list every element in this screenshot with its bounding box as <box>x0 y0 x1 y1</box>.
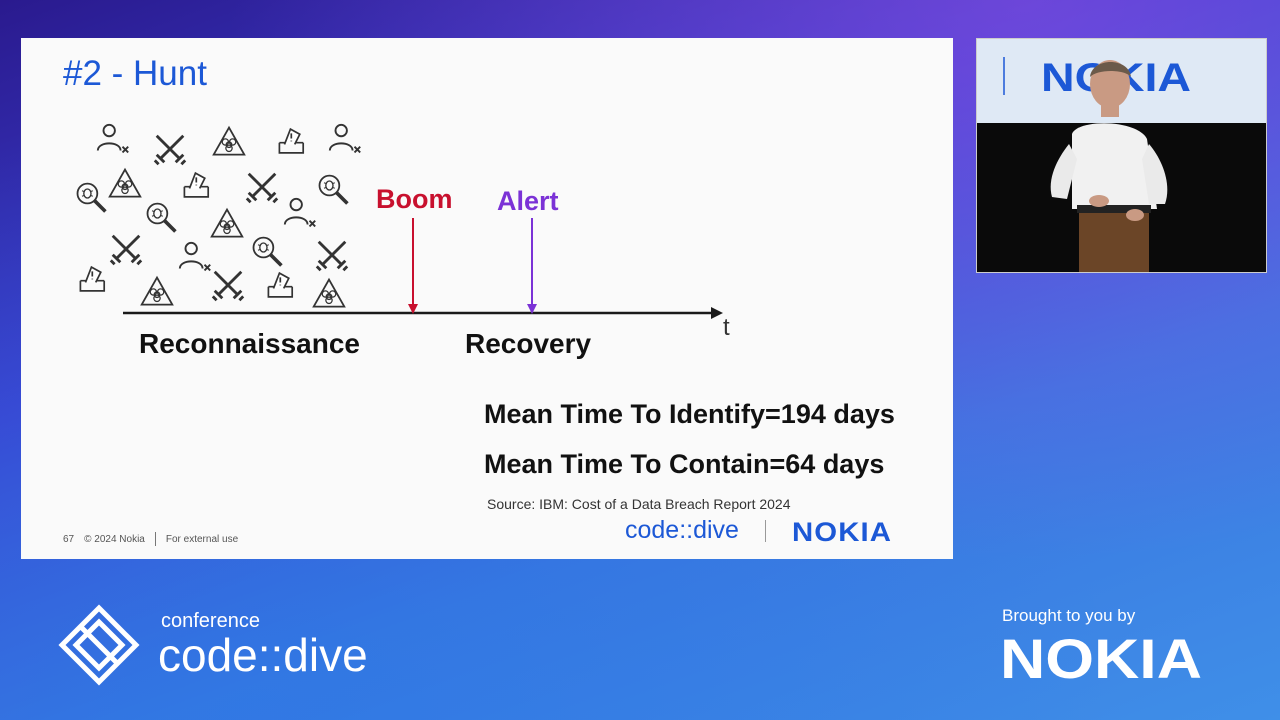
page-number: 67 <box>63 533 75 545</box>
phase-recovery: Recovery <box>465 328 592 359</box>
time-axis-label: t <box>723 314 730 341</box>
codedive-wordmark: code::dive <box>625 516 739 544</box>
conference-sub-label: conference <box>161 610 260 632</box>
boom-label: Boom <box>376 184 453 214</box>
footer-divider <box>154 532 156 546</box>
svg-text:NOKIA: NOKIA <box>1000 632 1202 682</box>
speaker-video-scene: NOKIA <box>977 39 1266 272</box>
presentation-slide: #2 - Hunt <box>21 38 953 559</box>
stat-mean-time-identify: Mean Time To Identify=194 days <box>484 399 895 429</box>
classification: For external use <box>165 533 239 545</box>
phase-reconnaissance: Reconnaissance <box>139 328 360 359</box>
slide-footer: 67 © 2024 Nokia For external use <box>63 532 238 546</box>
alert-label: Alert <box>497 186 559 216</box>
brought-to-you-by: Brought to you by <box>1002 606 1136 625</box>
brand-divider <box>764 519 766 542</box>
source-citation: Source: IBM: Cost of a Data Breach Repor… <box>487 496 791 512</box>
copyright: © 2024 Nokia <box>84 533 145 545</box>
speaker-video: NOKIA <box>976 38 1267 273</box>
slide-title: #2 - Hunt <box>63 54 207 93</box>
svg-text:NOKIA: NOKIA <box>792 519 892 543</box>
conference-name: code::dive <box>158 629 368 681</box>
nokia-sponsor-logo: NOKIA <box>1000 632 1202 682</box>
codedive-logo-icon <box>58 604 140 686</box>
slide-brand: code::dive NOKIA <box>625 516 894 545</box>
nokia-logo: NOKIA <box>792 519 892 543</box>
timeline-axis <box>123 218 723 319</box>
stat-mean-time-contain: Mean Time To Contain=64 days <box>484 449 885 479</box>
